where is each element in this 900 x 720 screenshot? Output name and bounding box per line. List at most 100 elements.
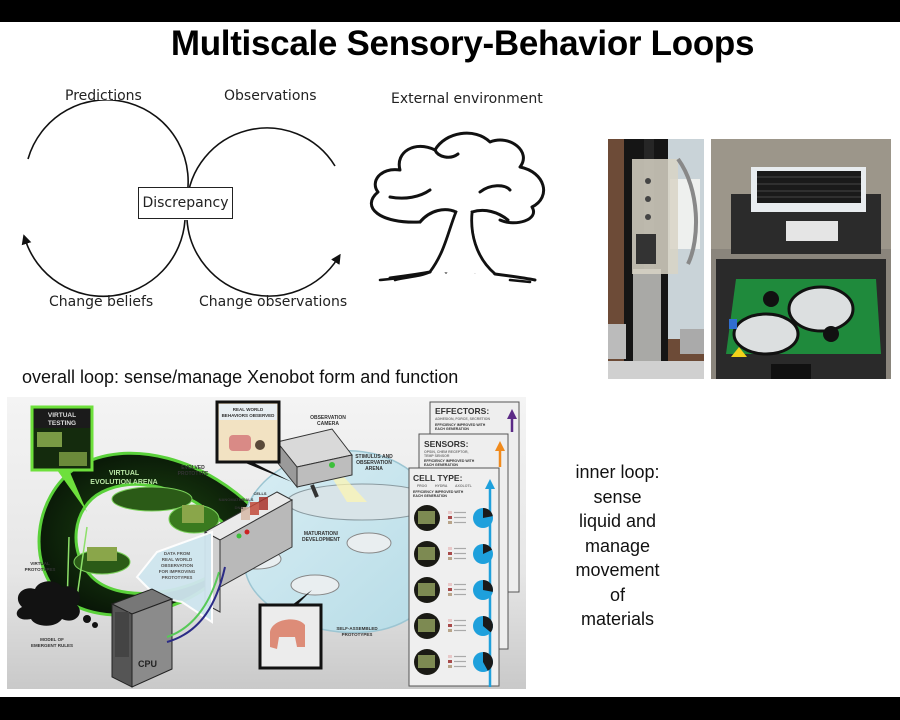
legend-swatch xyxy=(448,660,452,663)
pie-chart-slice xyxy=(483,616,493,633)
sensors-sub-1: OPSIN, CHEM RECEPTOR, xyxy=(424,450,468,454)
inner-caption-line: materials xyxy=(580,609,655,629)
tree-illustration xyxy=(370,131,545,284)
liquid-handler-photo xyxy=(711,139,891,379)
observation-camera xyxy=(276,428,353,498)
nanomaterials-label: NANOMATERIALS xyxy=(219,497,254,502)
inner-caption-line: manage xyxy=(584,535,651,556)
observations-arc xyxy=(182,127,336,209)
inner-caption-line: liquid and xyxy=(578,511,657,531)
xenobot-shape xyxy=(418,619,435,632)
cell-type-note-1: EFFICIENCY IMPROVED WITH xyxy=(413,490,464,494)
effectors-note-2: EACH GENERATION xyxy=(435,427,469,431)
data-from-label-5: PROTOTYPES xyxy=(162,575,193,580)
stimulus-label-2: OBSERVATION xyxy=(356,460,392,466)
robotic-arm-photo xyxy=(608,139,704,379)
legend-swatch xyxy=(448,521,452,524)
xenobot-shape xyxy=(418,511,435,524)
data-from-label-3: OBSERVATION xyxy=(161,563,193,568)
cell-type-axolotl: AXOLOTL xyxy=(455,484,473,488)
camera-label-2: CAMERA xyxy=(317,421,339,427)
cell-type-hydra: HYDRA xyxy=(435,484,448,488)
virtual-prototypes-label-2: PROTOTYPES xyxy=(25,567,56,572)
overall-loop-caption: overall loop: sense/manage Xenobot form … xyxy=(22,367,459,387)
sensors-sub-2: TEMP SENSOR xyxy=(424,454,450,458)
effectors-title: EFFECTORS: xyxy=(435,406,489,416)
self-assembled-label-2: PROTOTYPES xyxy=(342,632,373,637)
change-beliefs-arc xyxy=(21,219,186,298)
change-observations-arc xyxy=(186,219,341,297)
legend-swatch xyxy=(448,547,452,550)
data-from-label-1: DATA FROM xyxy=(164,551,190,556)
pie-chart-slice xyxy=(483,508,493,518)
stimulus-label-1: STIMULUS AND xyxy=(355,454,393,460)
legend-swatch xyxy=(448,593,452,596)
data-from-label-2: REAL WORLD xyxy=(162,557,193,562)
camera-label-1: OBSERVATION xyxy=(310,415,346,421)
inner-loop-caption: inner loop: sense liquid and manage move… xyxy=(560,460,675,632)
prediction-observation-loop-diagram xyxy=(21,100,341,298)
discrepancy-box: Discrepancy xyxy=(138,187,233,219)
cpu-label: CPU xyxy=(138,659,157,669)
sensors-title: SENSORS: xyxy=(424,439,469,449)
xenobot-shape xyxy=(418,583,435,596)
inner-caption-line: movement xyxy=(575,560,660,580)
cell-type-title: CELL TYPE: xyxy=(413,473,463,483)
xenobot-shape xyxy=(418,655,435,668)
inner-caption-line: sense xyxy=(593,486,642,507)
xenobot-shape xyxy=(418,547,435,560)
slide-title: Multiscale Sensory-Behavior Loops xyxy=(170,24,755,63)
sensors-note-1: EFFICIENCY IMPROVED WITH xyxy=(424,459,475,463)
virtual-prototypes-label-1: VIRTUAL xyxy=(30,561,50,566)
real-world-label-1: REAL WORLD xyxy=(233,407,264,412)
bottom-letterbox-bar xyxy=(0,697,900,720)
legend-swatch xyxy=(448,624,452,627)
evolved-prototype-label-1: EVOLVED xyxy=(181,465,205,471)
xenobot-pipeline-diagram: VIRTUAL TESTING VIRTUAL EVOLUTION ARENA … xyxy=(7,397,526,689)
cell-type-row xyxy=(414,505,493,531)
real-world-label-2: BEHAVIORS OBSERVED xyxy=(222,413,276,418)
cell-type-row xyxy=(414,577,493,603)
effectors-note-1: EFFICIENCY IMPROVED WITH xyxy=(435,423,486,427)
change-observations-label: Change observations xyxy=(199,294,348,310)
inner-caption-line: inner loop: xyxy=(575,462,660,482)
external-environment-label: External environment xyxy=(391,91,543,107)
pie-chart-slice xyxy=(483,580,493,592)
cpu-tower xyxy=(110,588,174,688)
cell-type-frog: FROG xyxy=(417,484,427,488)
virtual-arena-label-2: EVOLUTION ARENA xyxy=(90,479,157,486)
legend-swatch xyxy=(448,629,452,632)
maturation-label-1: MATURATION/ xyxy=(304,531,339,537)
maturation-label-2: DEVELOPMENT xyxy=(302,537,340,543)
cells-label: CELLS xyxy=(253,491,266,496)
cell-type-note-2: EACH GENERATION xyxy=(413,494,447,498)
legend-swatch xyxy=(448,552,452,555)
well-plate-wells xyxy=(757,171,861,203)
model-cloud xyxy=(16,581,80,626)
cell-type-row xyxy=(414,541,493,567)
legend-swatch xyxy=(448,583,452,586)
virtual-arena-label-1: VIRTUAL xyxy=(109,470,140,477)
legend-swatch xyxy=(448,588,452,591)
cell-type-row xyxy=(414,613,493,639)
model-rules-label-2: EMERGENT RULES xyxy=(31,643,73,648)
change-beliefs-label: Change beliefs xyxy=(49,294,154,310)
data-from-label-4: FOR IMPROVING xyxy=(159,569,196,574)
virtual-testing-label-1: VIRTUAL xyxy=(48,412,76,419)
predictions-arc xyxy=(27,100,192,209)
pie-chart-slice xyxy=(483,652,493,671)
legend-swatch xyxy=(448,655,452,658)
cell-type-row xyxy=(414,649,493,675)
pie-chart-slice xyxy=(483,544,493,554)
sensors-note-2: EACH GENERATION xyxy=(424,463,458,467)
evolved-prototype-label-2: PROTOTYPE xyxy=(178,471,209,477)
legend-swatch xyxy=(448,511,452,514)
model-rules-label-1: MODEL OF xyxy=(40,637,64,642)
inner-caption-line: of xyxy=(609,584,625,605)
self-assembled-label-1: SELF-ASSEMBLED xyxy=(336,626,378,631)
legend-swatch xyxy=(448,665,452,668)
legend-swatch xyxy=(448,516,452,519)
observations-label: Observations xyxy=(224,88,317,104)
top-letterbox-bar xyxy=(0,0,900,22)
stimulus-label-3: ARENA xyxy=(365,466,383,472)
